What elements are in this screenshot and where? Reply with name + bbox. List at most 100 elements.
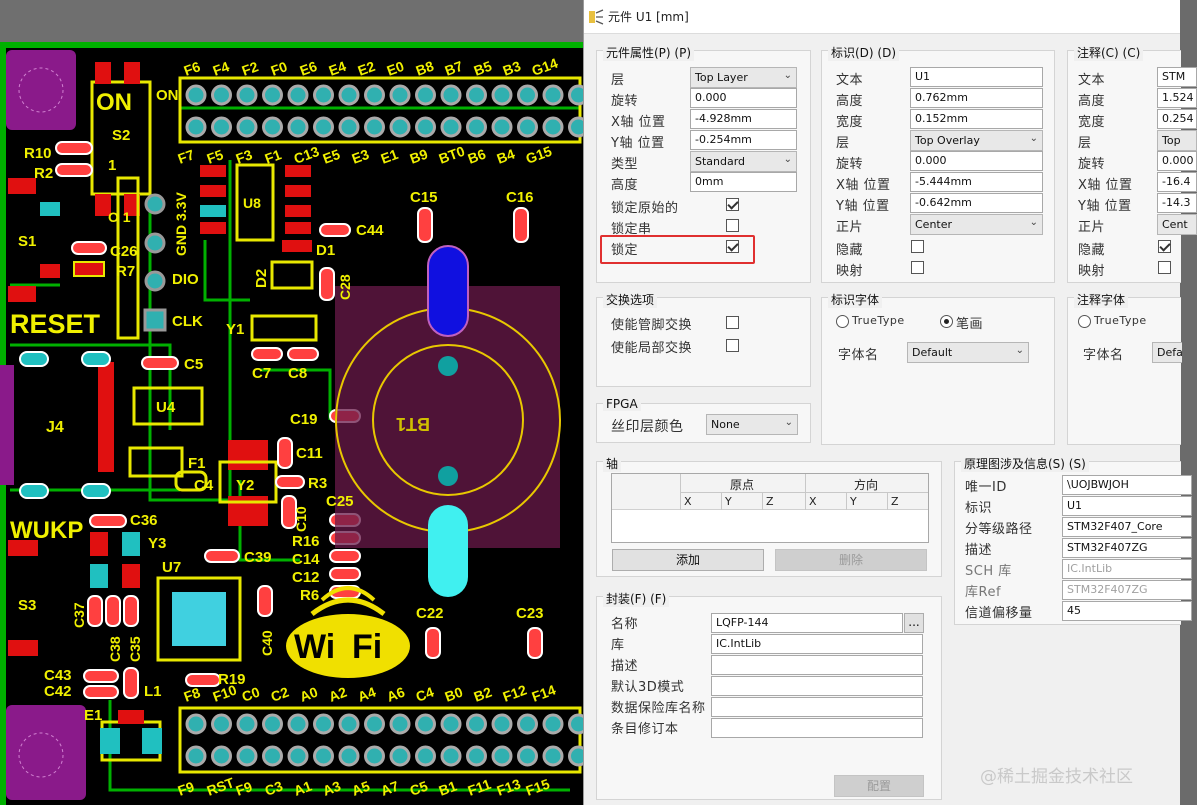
comment-row-input[interactable]: 0.000 — [1157, 151, 1197, 171]
c35-part — [123, 595, 139, 627]
header-pin-label: A0 — [298, 684, 320, 705]
label-clk: CLK — [172, 313, 203, 330]
bottom-header-pins — [185, 713, 589, 767]
component_properties-row-select[interactable]: Top Layer⌄ — [690, 67, 797, 88]
header-pin — [491, 713, 513, 735]
schematic-row-input[interactable]: 45 — [1062, 601, 1192, 621]
comment-truetype-radio[interactable] — [1078, 315, 1091, 328]
component_properties-row-label: 高度 — [611, 178, 639, 193]
pad — [118, 710, 144, 724]
footprint-row-input[interactable] — [711, 697, 923, 717]
component_properties-row-input[interactable]: 0mm — [690, 172, 797, 192]
comment-row-input[interactable]: STM — [1157, 67, 1197, 87]
pad — [142, 728, 162, 754]
designator-check-box[interactable] — [911, 240, 924, 253]
schematic-row-label: 信道偏移量 — [965, 606, 1033, 621]
component_properties-row-input[interactable]: -0.254mm — [690, 130, 797, 150]
schematic-row-input[interactable]: STM32F407_Core — [1062, 517, 1192, 537]
footprint-row-input[interactable] — [711, 718, 923, 738]
designator-row-input[interactable]: -0.642mm — [910, 193, 1043, 213]
mount-hole-bottom-left — [6, 705, 86, 800]
designator-row-input[interactable]: 0.152mm — [910, 109, 1043, 129]
comment-row-select[interactable]: Top — [1157, 130, 1197, 151]
header-pin — [491, 745, 513, 767]
schematic-row-input[interactable]: U1 — [1062, 496, 1192, 516]
via — [144, 270, 166, 292]
header-pin — [491, 84, 513, 106]
label-c5: C5 — [184, 356, 203, 373]
component-check-box[interactable] — [726, 198, 739, 211]
axis-table[interactable]: 原点 方向 X Y Z X Y Z — [611, 473, 929, 543]
comment-font-group: 注释字体 — [1067, 291, 1181, 445]
header-pin — [389, 745, 411, 767]
comment-check-label: 映射 — [1078, 264, 1106, 279]
j-outline — [116, 176, 140, 340]
comment-row-input[interactable]: 0.254 — [1157, 109, 1197, 129]
stroke-radio[interactable] — [940, 315, 953, 328]
component_properties-row-input[interactable]: 0.000 — [690, 88, 797, 108]
comment-check-box[interactable] — [1158, 240, 1171, 253]
designator-row-input[interactable]: 0.000 — [910, 151, 1043, 171]
comment-row-input[interactable]: 1.524 — [1157, 88, 1197, 108]
j4-pads — [98, 362, 114, 472]
silkscreen-color-select[interactable]: None⌄ — [706, 414, 798, 435]
designator-row-input[interactable]: -5.444mm — [910, 172, 1043, 192]
comment-row-input[interactable]: -16.4 — [1157, 172, 1197, 192]
u7-pad — [172, 592, 226, 646]
footprint-row-input[interactable]: LQFP-144 — [711, 613, 903, 633]
header-pin — [211, 713, 232, 735]
add-axis-button[interactable]: 添加 — [612, 549, 764, 571]
header-pin — [389, 84, 411, 106]
designator-row-select[interactable]: Center⌄ — [910, 214, 1043, 235]
header-pin — [542, 116, 564, 138]
comment-check-box[interactable] — [1158, 261, 1171, 274]
axis-origin-header: 原点 — [730, 478, 755, 492]
component_properties-row-input[interactable]: -4.928mm — [690, 109, 797, 129]
designator-row-input[interactable]: U1 — [910, 67, 1043, 87]
header-pin — [440, 84, 462, 106]
swap-check-box[interactable] — [726, 316, 739, 329]
schematic-row-label: 唯一ID — [965, 480, 1007, 495]
header-pin-label: C0 — [240, 684, 262, 705]
designator-check-box[interactable] — [911, 261, 924, 274]
header-pin — [338, 84, 360, 106]
footprint-row-input[interactable] — [711, 676, 923, 696]
schematic-row-input[interactable]: \UOJBWJOH — [1062, 475, 1192, 495]
pad — [40, 202, 60, 216]
component-check-label: 锁定串 — [611, 222, 652, 237]
comment-row-select[interactable]: Cent — [1157, 214, 1197, 235]
footprint-row-input[interactable] — [711, 655, 923, 675]
label-f1b: F1 — [188, 455, 206, 472]
header-pin — [236, 116, 258, 138]
header-pin-label: A6 — [385, 684, 407, 705]
delete-axis-button[interactable]: 删除 — [775, 549, 927, 571]
header-pin-label: C2 — [269, 684, 291, 705]
header-pin — [364, 745, 385, 767]
footprint-row-input[interactable]: IC.IntLib — [711, 634, 923, 654]
column-part — [329, 567, 361, 581]
browse-footprint-button[interactable]: ... — [904, 613, 924, 633]
schematic-row-input[interactable]: STM32F407ZG — [1062, 538, 1192, 558]
pad — [100, 728, 120, 754]
header-pin-label: F1 — [263, 146, 284, 167]
comment-check-label: 隐藏 — [1078, 243, 1106, 258]
designator-check-label: 映射 — [836, 264, 864, 279]
comment-font-name-select[interactable]: Defa — [1152, 342, 1183, 363]
config-button[interactable]: 配置 — [834, 775, 924, 797]
font-name-select[interactable]: Default⌄ — [907, 342, 1029, 363]
truetype-radio[interactable] — [836, 315, 849, 328]
c23-part — [527, 627, 543, 659]
component-check-box[interactable] — [726, 219, 739, 232]
designator-row-select[interactable]: Top Overlay⌄ — [910, 130, 1043, 151]
pad — [90, 532, 108, 556]
designator-row-input[interactable]: 0.762mm — [910, 88, 1043, 108]
component-check-box[interactable] — [726, 240, 739, 253]
comment-row-input[interactable]: -14.3 — [1157, 193, 1197, 213]
label-c11: C11 — [296, 445, 323, 462]
component-check-label: 锁定原始的 — [611, 201, 679, 216]
component_properties-row-select[interactable]: Standard⌄ — [690, 151, 797, 172]
swap-check-box[interactable] — [726, 339, 739, 352]
label-c12: C12 — [292, 569, 320, 586]
